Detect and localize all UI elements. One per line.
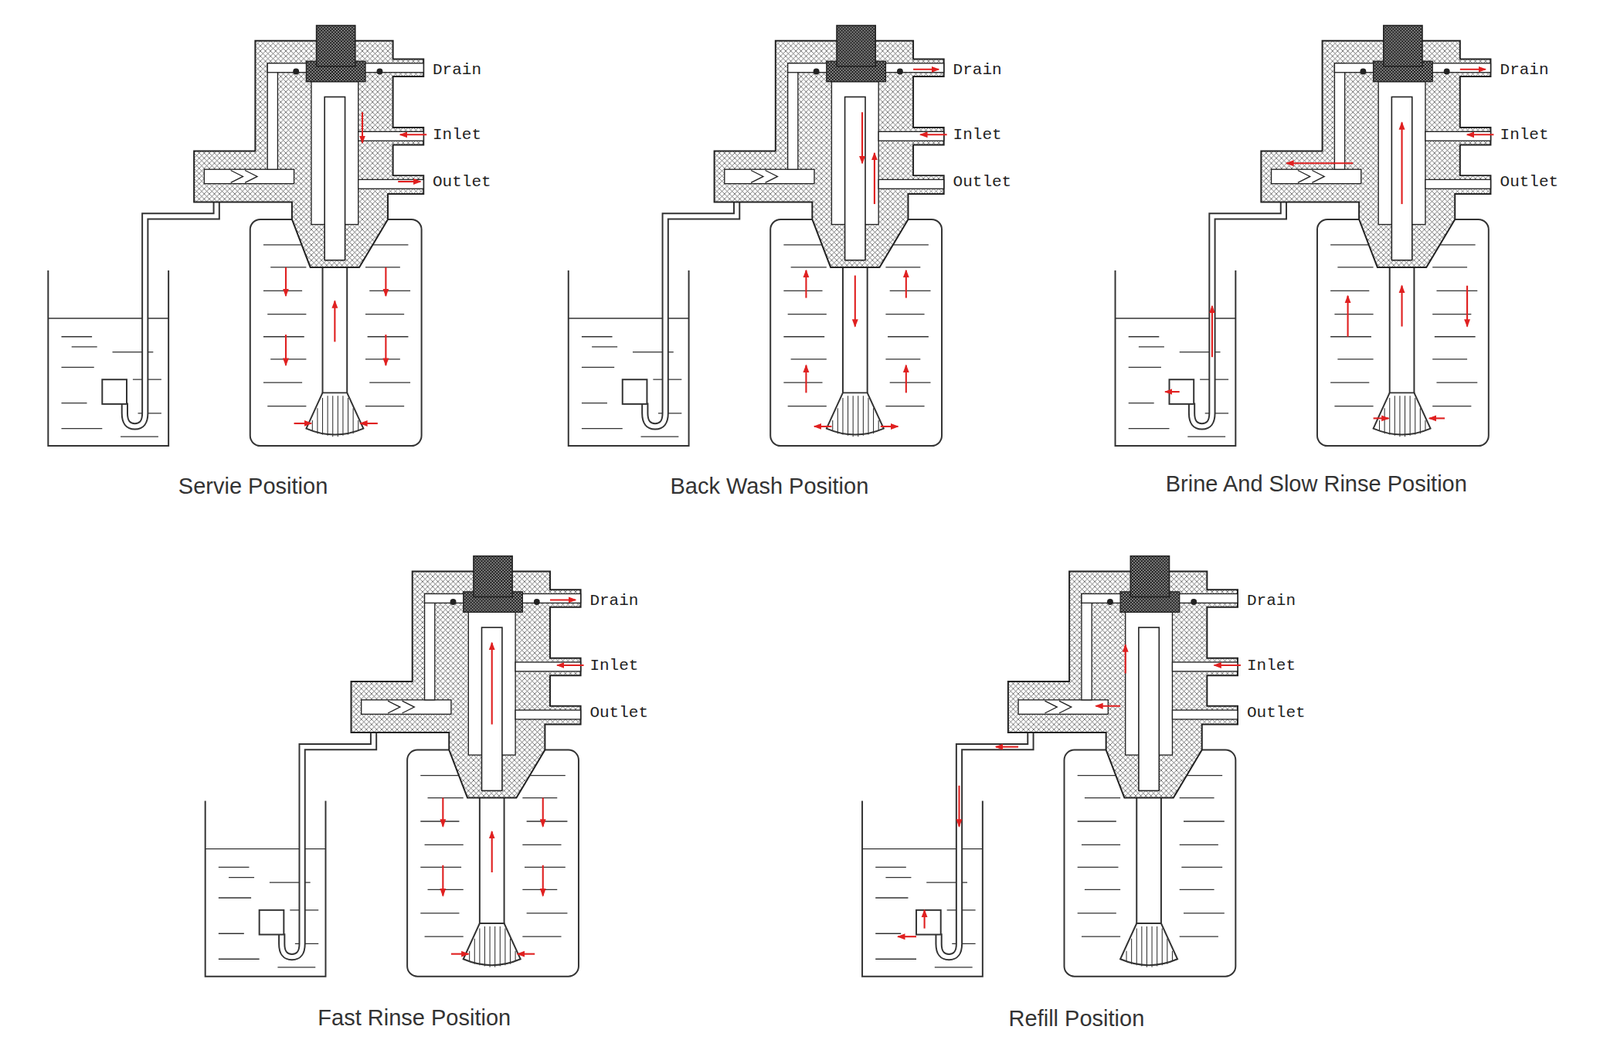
flow-arrow — [384, 334, 387, 366]
flow-arrow — [1467, 133, 1494, 136]
valve-panel — [1115, 25, 1495, 446]
position-caption: Servie Position — [178, 474, 328, 497]
port-label: Outlet — [1500, 173, 1560, 191]
flow-arrow — [805, 270, 807, 299]
port-label: Inlet — [1500, 126, 1550, 143]
valve-drawing — [47, 25, 424, 446]
flow-arrow — [1429, 417, 1445, 419]
flow-arrow — [814, 425, 832, 428]
port-label: Outlet — [953, 173, 1013, 191]
flow-arrow — [905, 365, 908, 394]
valve-panel — [568, 25, 948, 446]
valve-drawing — [1115, 25, 1492, 446]
flow-arrow — [451, 953, 469, 955]
flow-arrow — [897, 935, 917, 938]
flow-arrow — [517, 953, 535, 955]
flow-arrow — [285, 267, 287, 296]
valve-drawing — [862, 556, 1238, 977]
flow-arrow — [441, 865, 444, 897]
flow-arrow — [880, 425, 898, 428]
flow-arrow — [805, 365, 807, 394]
port-label: Outlet — [589, 703, 649, 721]
port-label: Drain — [589, 591, 639, 609]
valve-drawing — [568, 25, 945, 446]
flow-arrow — [542, 865, 544, 897]
valve-drawing — [205, 556, 581, 977]
flow-arrow — [913, 68, 939, 71]
port-label: Inlet — [589, 657, 639, 674]
port-label: Outlet — [432, 173, 492, 191]
valve-panel — [205, 556, 585, 977]
flow-arrow — [1095, 705, 1121, 707]
flow-arrow — [854, 275, 857, 327]
position-caption: Back Wash Position — [669, 474, 869, 497]
port-label: Inlet — [432, 126, 482, 143]
port-label: Inlet — [1246, 657, 1296, 674]
flow-arrow — [384, 267, 387, 296]
flow-arrow — [1401, 122, 1403, 204]
flow-arrow — [397, 180, 421, 183]
port-label: Drain — [1246, 591, 1296, 609]
port-label: Inlet — [953, 126, 1003, 143]
flow-arrow — [1211, 305, 1213, 357]
flow-arrow — [550, 598, 576, 601]
flow-arrow — [557, 664, 584, 666]
flow-arrow — [905, 270, 908, 299]
flow-arrow — [920, 133, 947, 136]
flow-arrow — [491, 831, 493, 873]
flow-arrow — [1466, 285, 1468, 327]
flow-arrow — [1286, 162, 1353, 164]
flow-arrow — [1214, 664, 1241, 666]
flow-arrow — [441, 798, 444, 827]
port-label: Drain — [1500, 61, 1550, 78]
valve-panel — [47, 25, 427, 446]
valve-panel — [862, 556, 1241, 977]
flow-arrow — [1124, 645, 1127, 674]
position-caption: Fast Rinse Position — [317, 1005, 511, 1029]
flow-arrow — [400, 133, 427, 136]
flow-arrow — [294, 422, 312, 425]
flow-arrow — [360, 422, 378, 425]
flow-arrow — [873, 152, 876, 204]
flow-arrow — [361, 112, 364, 143]
position-caption: Refill Position — [1008, 1007, 1145, 1030]
flow-arrow — [542, 798, 544, 827]
flow-arrow — [861, 112, 863, 164]
flow-arrow — [1165, 390, 1179, 393]
flow-arrow — [1401, 285, 1403, 327]
position-caption: Brine And Slow Rinse Position — [1165, 472, 1468, 496]
port-label: Drain — [953, 61, 1003, 78]
flow-arrow — [285, 334, 287, 366]
flow-arrow — [1373, 417, 1390, 419]
flow-arrow — [923, 910, 926, 929]
flow-arrow — [1460, 68, 1486, 71]
flow-arrow — [491, 642, 493, 725]
flow-arrow — [995, 746, 1019, 748]
port-label: Outlet — [1246, 703, 1306, 721]
port-label: Drain — [432, 61, 482, 78]
flow-arrow — [1347, 295, 1349, 337]
flow-arrow — [957, 785, 960, 827]
flow-arrow — [333, 301, 336, 343]
